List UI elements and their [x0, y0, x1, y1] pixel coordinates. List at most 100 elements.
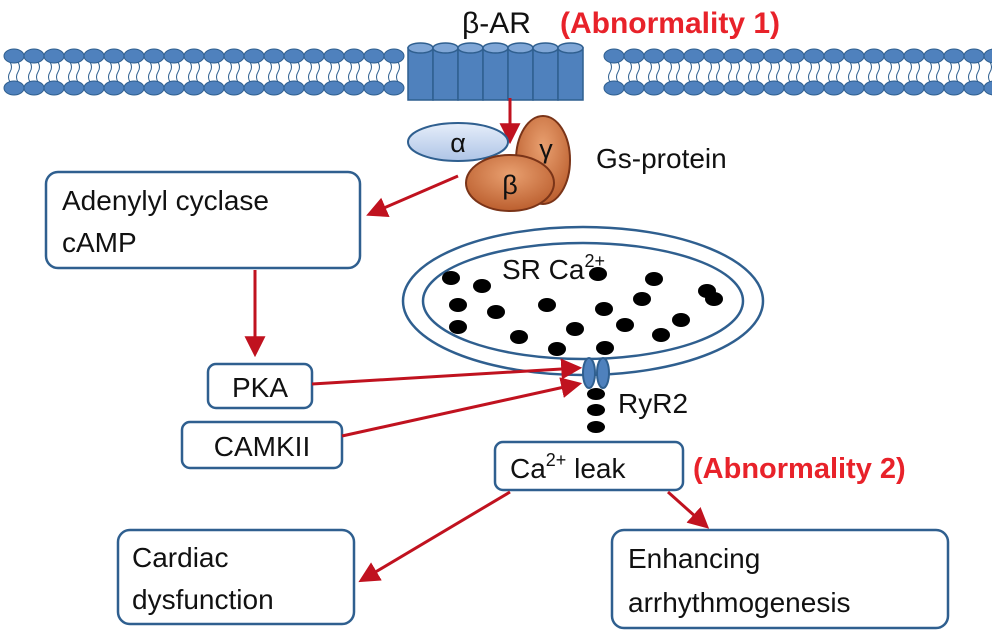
sr-calcium-ion — [652, 328, 670, 342]
sr-calcium-ion — [633, 292, 651, 306]
leak-to-arrhythmia-arrow — [666, 490, 710, 529]
lipid-tail — [48, 61, 60, 83]
lipid-tail — [148, 61, 160, 83]
beta-ar-receptor — [407, 42, 584, 101]
ca-leak-label: Ca2+ leak — [510, 450, 626, 484]
lipid-head — [23, 48, 45, 64]
lipid-head — [703, 48, 725, 64]
lipid-head — [883, 80, 905, 96]
lipid-tail — [748, 61, 760, 83]
g-beta-label: β — [502, 170, 518, 200]
lipid-head — [623, 80, 645, 96]
lipid-head — [203, 48, 225, 64]
lipid-head — [603, 80, 625, 96]
receptor-helix — [407, 47, 434, 101]
lipid-head — [643, 48, 665, 64]
ryr2-channel — [582, 357, 610, 389]
lipid-head — [743, 80, 765, 96]
sr-label: SR Ca2+ — [502, 251, 605, 285]
lipid-tail — [848, 61, 860, 83]
receptor-helix — [482, 47, 509, 101]
lipid-tail — [948, 61, 960, 83]
lipid-head — [963, 48, 985, 64]
lipid-tail — [88, 61, 100, 83]
lipid-tail — [688, 61, 700, 83]
lipid-head — [103, 80, 125, 96]
lipid-head — [43, 48, 65, 64]
lipid-tail — [188, 61, 200, 83]
lipid-tail — [388, 61, 400, 83]
gs-protein-label: Gs-protein — [596, 143, 727, 174]
lipid-head — [923, 48, 945, 64]
sr-calcium-ion — [510, 330, 528, 344]
camkii-box — [180, 420, 344, 470]
lipid-head — [983, 80, 992, 96]
lipid-head — [23, 80, 45, 96]
lipid-head — [183, 48, 205, 64]
lipid-head — [843, 80, 865, 96]
receptor-helix-top — [482, 42, 509, 54]
lipid-tail — [208, 61, 220, 83]
lipid-head — [223, 80, 245, 96]
lipid-head — [383, 80, 405, 96]
sr-label-sup: 2+ — [584, 251, 605, 271]
lipid-tail — [348, 61, 360, 83]
lipid-head — [283, 80, 305, 96]
lipid-tail — [768, 61, 780, 83]
lipid-head — [863, 48, 885, 64]
lipid-head — [663, 48, 685, 64]
lipid-tail — [268, 61, 280, 83]
cell-membrane — [3, 48, 992, 96]
sr-calcium-ion — [645, 272, 663, 286]
lipid-head — [263, 80, 285, 96]
lipid-head — [303, 80, 325, 96]
lipid-tail — [608, 61, 620, 83]
receptor-helix — [432, 47, 459, 101]
sr-calcium-ion — [616, 318, 634, 332]
sr-calcium-ion — [487, 305, 505, 319]
lipid-head — [223, 48, 245, 64]
cardiac-label: Cardiac — [132, 542, 228, 573]
g-beta-subunit — [465, 154, 555, 212]
leaking-calcium-ions — [587, 388, 605, 433]
lipid-tail — [668, 61, 680, 83]
receptor-helix-top — [432, 42, 459, 54]
receptor-helix-top — [457, 42, 484, 54]
lipid-tail — [8, 61, 20, 83]
lipid-tail — [28, 61, 40, 83]
lipid-head — [763, 80, 785, 96]
adenylyl-cyclase-label: Adenylyl cyclase — [62, 185, 269, 216]
lipid-head — [103, 48, 125, 64]
lipid-head — [383, 48, 405, 64]
sr-calcium-ion — [548, 342, 566, 356]
lipid-head — [143, 48, 165, 64]
ryr2-left-subunit — [582, 357, 596, 389]
lipid-head — [823, 80, 845, 96]
enhancing-label: Enhancing — [628, 543, 760, 574]
lipid-tail — [128, 61, 140, 83]
adenylyl-cyclase-box — [44, 170, 362, 270]
lipid-head — [743, 48, 765, 64]
lipid-tail — [328, 61, 340, 83]
lipid-head — [163, 48, 185, 64]
lipid-head — [243, 80, 265, 96]
lipid-head — [703, 80, 725, 96]
dysfunction-label: dysfunction — [132, 584, 274, 615]
sr-calcium-ion — [596, 341, 614, 355]
lipid-head — [903, 80, 925, 96]
gs-protein-complex: α γ β — [407, 115, 571, 212]
lipid-head — [183, 80, 205, 96]
receptor-helix — [457, 47, 484, 101]
camp-label: cAMP — [62, 227, 137, 258]
pka-to-ryr2-arrow — [311, 358, 583, 386]
lipid-head — [323, 48, 345, 64]
leak-ion — [587, 388, 605, 400]
receptor-helix-top — [407, 42, 434, 54]
gprotein-to-ac-arrow — [366, 174, 459, 217]
lipid-head — [363, 80, 385, 96]
sr-calcium-ion — [589, 267, 607, 281]
lipid-tail — [908, 61, 920, 83]
lipid-head — [83, 48, 105, 64]
lipid-tail — [248, 61, 260, 83]
